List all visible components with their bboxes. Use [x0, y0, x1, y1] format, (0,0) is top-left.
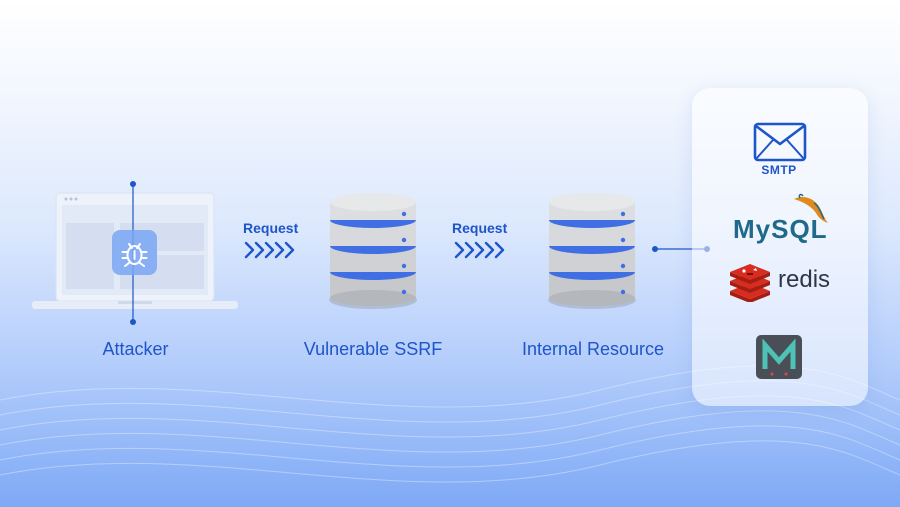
mysql-dolphin-icon [794, 193, 828, 223]
chevron-arrows-icon [244, 241, 295, 259]
chevron-arrows-icon [454, 241, 505, 259]
request-label-1: Request [243, 220, 299, 236]
redis-icon [730, 264, 770, 302]
smtp-label: SMTP [761, 163, 797, 177]
internal-server-database-icon [548, 193, 636, 309]
bug-icon [112, 230, 157, 275]
redis-logo-text: redis [778, 266, 831, 293]
metabase-icon [756, 335, 802, 379]
request-label-2: Request [452, 220, 508, 236]
ssrf-label: Vulnerable SSRF [303, 339, 443, 359]
internal-resource-label: Internal Resource [521, 339, 665, 359]
ssrf-server-database-icon [329, 193, 417, 309]
mysql-logo-text: MySQL [733, 214, 828, 244]
mail-icon [753, 122, 807, 162]
attacker-label: Attacker [102, 339, 169, 359]
